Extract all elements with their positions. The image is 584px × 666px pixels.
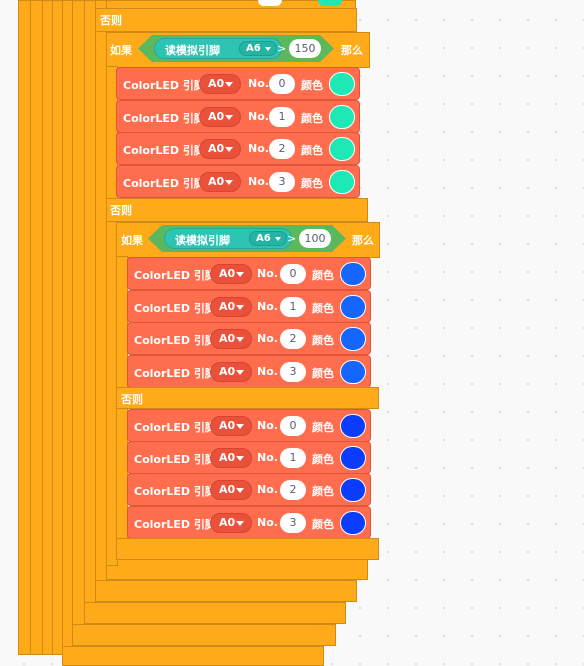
led-number-input[interactable]: 3 xyxy=(280,513,306,533)
chevron-down-icon xyxy=(236,370,244,375)
pin-dropdown-1[interactable]: A6 xyxy=(239,41,277,56)
led-block[interactable]: ColorLED 引脚 A0 No. 0 颜色 xyxy=(127,409,371,442)
operator-1: > xyxy=(277,42,287,55)
color-swatch[interactable] xyxy=(340,414,366,438)
block-footer-3[interactable] xyxy=(84,602,346,624)
led-block[interactable]: ColorLED 引脚 A0 No. 3 颜色 xyxy=(127,506,371,539)
led-block[interactable]: ColorLED 引脚 A0 No. 2 颜色 xyxy=(127,322,371,355)
top-color-edge xyxy=(318,0,342,6)
led-block[interactable]: ColorLED 引脚 A0 No. 0 颜色 xyxy=(116,67,360,100)
pin-dropdown[interactable]: A0 xyxy=(199,139,241,159)
then-label-1: 那么 xyxy=(341,44,363,57)
sensor-block-1[interactable]: 读模拟引脚 A6 xyxy=(154,38,282,59)
led-number-input[interactable]: 3 xyxy=(280,362,306,382)
if-block-2-footer[interactable] xyxy=(116,538,379,560)
chevron-down-icon xyxy=(225,147,233,152)
else-bar-2[interactable] xyxy=(106,198,368,222)
block-footer-5[interactable] xyxy=(106,558,368,580)
color-swatch[interactable] xyxy=(340,295,366,319)
led-block[interactable]: ColorLED 引脚 A0 No. 2 颜色 xyxy=(116,132,360,165)
else-label-1: 否则 xyxy=(100,14,122,27)
led-block[interactable]: ColorLED 引脚 A0 No. 0 颜色 xyxy=(127,257,371,290)
block-footer-1[interactable] xyxy=(62,646,324,666)
led-number-input[interactable]: 3 xyxy=(269,172,295,192)
sensor-block-2[interactable]: 读模拟引脚 A6 xyxy=(164,228,292,249)
chevron-down-icon xyxy=(236,424,244,429)
led-block[interactable]: ColorLED 引脚 A0 No. 3 颜色 xyxy=(116,165,360,198)
color-swatch[interactable] xyxy=(340,262,366,286)
chevron-down-icon xyxy=(236,305,244,310)
pin-dropdown[interactable]: A0 xyxy=(210,329,252,349)
color-swatch[interactable] xyxy=(340,446,366,470)
led-number-input[interactable]: 1 xyxy=(280,297,306,317)
condition-1[interactable]: 读模拟引脚 A6 > 150 xyxy=(138,35,334,62)
color-swatch[interactable] xyxy=(329,170,355,194)
block-footer-4[interactable] xyxy=(95,580,357,602)
pin-dropdown[interactable]: A0 xyxy=(210,362,252,382)
pin-dropdown[interactable]: A0 xyxy=(210,264,252,284)
then-label-2: 那么 xyxy=(352,234,374,247)
chevron-down-icon xyxy=(236,337,244,342)
color-swatch[interactable] xyxy=(329,72,355,96)
led-block[interactable]: ColorLED 引脚 A0 No. 2 颜色 xyxy=(127,473,371,506)
led-number-input[interactable]: 2 xyxy=(269,139,295,159)
led-block[interactable]: ColorLED 引脚 A0 No. 1 颜色 xyxy=(127,290,371,323)
operator-2: > xyxy=(287,232,297,245)
threshold-input-1[interactable]: 150 xyxy=(289,39,321,58)
top-pill-edge xyxy=(258,0,282,6)
if-label-2: 如果 xyxy=(121,234,143,247)
led-number-input[interactable]: 2 xyxy=(280,480,306,500)
led-number-input[interactable]: 0 xyxy=(280,264,306,284)
pin-dropdown[interactable]: A0 xyxy=(210,448,252,468)
led-block[interactable]: ColorLED 引脚 A0 No. 1 颜色 xyxy=(116,100,360,133)
pin-dropdown[interactable]: A0 xyxy=(199,74,241,94)
pin-dropdown[interactable]: A0 xyxy=(210,416,252,436)
pin-dropdown[interactable]: A0 xyxy=(210,480,252,500)
led-number-input[interactable]: 0 xyxy=(269,74,295,94)
else-bar-3[interactable] xyxy=(116,387,379,409)
if-label-1: 如果 xyxy=(110,44,132,57)
color-swatch[interactable] xyxy=(340,478,366,502)
color-swatch[interactable] xyxy=(340,327,366,351)
led-number-input[interactable]: 1 xyxy=(280,448,306,468)
chevron-down-icon xyxy=(265,47,271,51)
chevron-down-icon xyxy=(236,456,244,461)
chevron-down-icon xyxy=(225,180,233,185)
led-number-input[interactable]: 0 xyxy=(280,416,306,436)
pin-dropdown[interactable]: A0 xyxy=(210,297,252,317)
led-block[interactable]: ColorLED 引脚 A0 No. 3 颜色 xyxy=(127,355,371,388)
color-swatch[interactable] xyxy=(329,137,355,161)
else-bar-1[interactable] xyxy=(95,8,357,32)
chevron-down-icon xyxy=(225,82,233,87)
chevron-down-icon xyxy=(236,488,244,493)
chevron-down-icon xyxy=(275,237,281,241)
pin-dropdown[interactable]: A0 xyxy=(210,513,252,533)
pin-dropdown[interactable]: A0 xyxy=(199,172,241,192)
condition-2[interactable]: 读模拟引脚 A6 > 100 xyxy=(148,225,346,252)
pin-dropdown[interactable]: A0 xyxy=(199,107,241,127)
else-label-3: 否则 xyxy=(121,393,143,406)
led-number-input[interactable]: 2 xyxy=(280,329,306,349)
led-number-input[interactable]: 1 xyxy=(269,107,295,127)
color-swatch[interactable] xyxy=(340,360,366,384)
color-swatch[interactable] xyxy=(329,105,355,129)
color-swatch[interactable] xyxy=(340,511,366,535)
chevron-down-icon xyxy=(236,272,244,277)
chevron-down-icon xyxy=(236,521,244,526)
led-block[interactable]: ColorLED 引脚 A0 No. 1 颜色 xyxy=(127,441,371,474)
pin-dropdown-2[interactable]: A6 xyxy=(249,231,287,246)
block-footer-2[interactable] xyxy=(72,624,336,646)
threshold-input-2[interactable]: 100 xyxy=(299,229,331,248)
else-label-2: 否则 xyxy=(110,204,132,217)
chevron-down-icon xyxy=(225,115,233,120)
